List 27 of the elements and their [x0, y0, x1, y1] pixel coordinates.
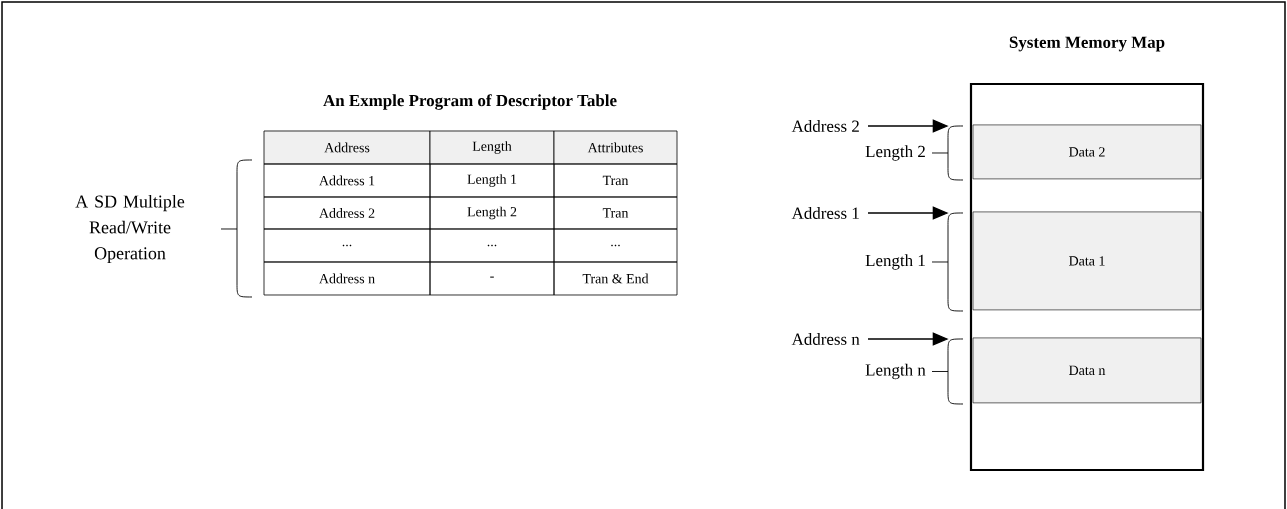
table-cell: -: [429, 261, 555, 296]
memory-region: Data 2: [972, 124, 1202, 180]
table-cell: Length 1: [429, 163, 555, 198]
table-cell: Tran: [553, 196, 678, 230]
node-label: System Memory Map: [1009, 36, 1165, 52]
table-cell: ...: [263, 228, 431, 263]
table-cell: Address 2: [263, 196, 431, 230]
address-label: Address 1: [791, 207, 859, 219]
length-label: Length n: [865, 363, 926, 380]
address-label: Address n: [791, 333, 860, 345]
table-cell: Address n: [263, 261, 431, 296]
table-cell: Tran: [553, 163, 678, 198]
table-cell: ...: [553, 228, 678, 263]
memory-region: Data n: [972, 337, 1202, 404]
table-cell: Tran & End: [553, 261, 678, 296]
table-cell: ...: [429, 228, 555, 263]
table-title: An Exmple Program of Descriptor Table: [323, 94, 617, 110]
length-label: Length 2: [865, 145, 925, 161]
table-cell: Attributes: [553, 130, 678, 165]
group-label: A SD Multiple Read/Write Operation: [75, 194, 185, 263]
address-label: Address 2: [791, 120, 859, 132]
table-cell: Address: [263, 130, 431, 165]
memory-region: Data 1: [972, 211, 1202, 311]
table-cell: Length: [429, 130, 555, 165]
table-cell: Length 2: [429, 196, 555, 230]
length-label: Length 1: [865, 254, 925, 270]
table-cell: Address 1: [263, 163, 431, 198]
